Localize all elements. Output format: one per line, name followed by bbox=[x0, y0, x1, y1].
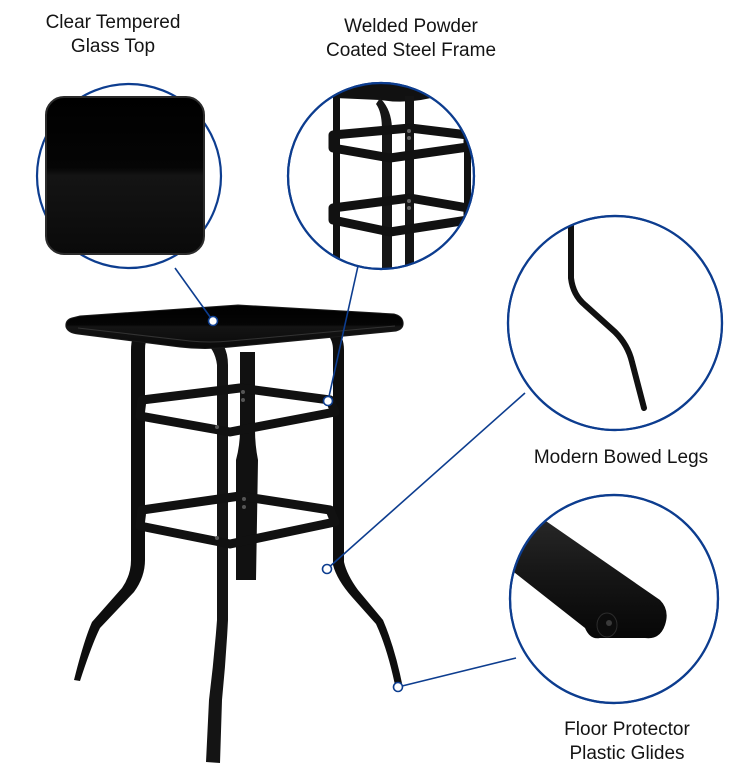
callout-label-bowed-legs: Modern Bowed Legs bbox=[506, 446, 736, 470]
steel-frame-detail bbox=[328, 83, 473, 269]
callout-label-line: Welded Powder bbox=[344, 16, 478, 37]
floor-glide-detail bbox=[510, 510, 667, 639]
glass-top-detail bbox=[45, 96, 205, 255]
callout-label-steel-frame: Welded Powder Coated Steel Frame bbox=[296, 15, 526, 63]
callout-glass-top bbox=[35, 82, 223, 327]
callout-label-line: Glass Top bbox=[70, 36, 156, 57]
callout-label-line: Clear Tempered bbox=[45, 12, 181, 33]
callout-steel-frame bbox=[286, 81, 476, 407]
callout-pin-glass-top bbox=[207, 315, 219, 327]
callout-label-line: Plastic Glides bbox=[569, 743, 685, 764]
callout-label-line: Floor Protector bbox=[564, 719, 690, 740]
callout-label-line: Coated Steel Frame bbox=[325, 40, 497, 61]
bar-table bbox=[65, 304, 404, 763]
bowed-leg-detail bbox=[568, 222, 647, 411]
callout-label-floor-glides: Floor Protector Plastic Glides bbox=[527, 718, 727, 766]
callout-pin-bowed-legs bbox=[321, 563, 333, 575]
callout-pin-steel-frame bbox=[322, 395, 334, 407]
callout-pin-floor-glides bbox=[392, 681, 404, 693]
callout-label-line: Modern Bowed Legs bbox=[533, 447, 709, 468]
callout-bowed-legs bbox=[321, 214, 724, 575]
callout-floor-glides bbox=[392, 493, 720, 705]
callout-label-glass-top: Clear Tempered Glass Top bbox=[28, 11, 198, 59]
